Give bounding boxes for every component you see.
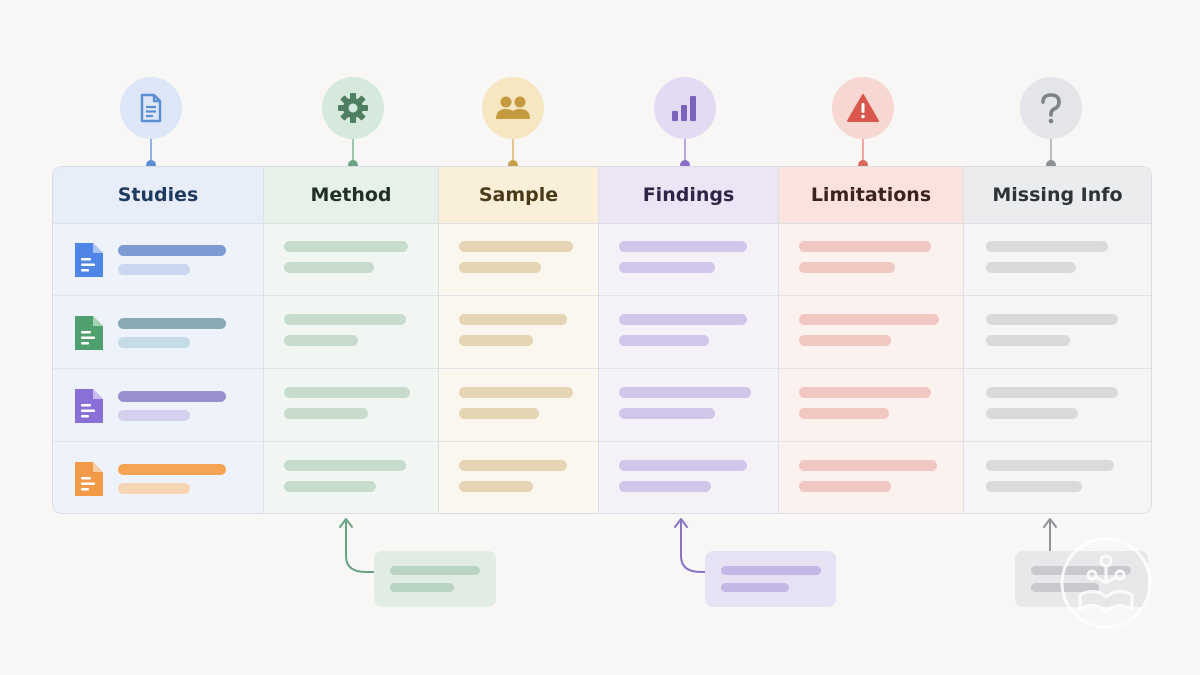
blue-document-icon [75,243,103,277]
table-cell [779,296,963,369]
table-cell [439,369,598,442]
column-studies: Studies [53,167,264,513]
column-header-method: Method [264,167,438,224]
table-cell [964,442,1151,513]
table-cell [599,223,778,296]
table-cell [264,223,438,296]
column-findings: Findings [599,167,779,513]
column-method: Method [264,167,439,513]
table-cell [264,296,438,369]
column-label: Missing Info [992,184,1123,206]
question-icon [1020,77,1082,139]
findings-callout [705,551,836,607]
green-document-icon [75,316,103,350]
method-callout-arrow [339,518,376,573]
table-cell [964,369,1151,442]
table-cell [439,296,598,369]
column-label: Sample [478,184,559,206]
table-cell [964,296,1151,369]
table-cell [264,369,438,442]
column-label: Method [310,184,392,206]
study-row [53,296,263,369]
method-callout [374,551,496,607]
table-cell [439,442,598,513]
column-header-findings: Findings [599,167,778,224]
table-cell [439,223,598,296]
table-cell [779,442,963,513]
table-cell [779,223,963,296]
gear-icon [322,77,384,139]
column-label: Limitations [810,184,932,206]
column-header-missing-info: Missing Info [964,167,1151,224]
column-limitations: Limitations [779,167,964,513]
column-header-studies: Studies [53,167,263,224]
table-cell [599,442,778,513]
study-row [53,369,263,442]
findings-callout-arrow [674,518,709,573]
table-cell [599,296,778,369]
document-icon [120,77,182,139]
bar-chart-icon [654,77,716,139]
table-cell [779,369,963,442]
column-header-limitations: Limitations [779,167,963,224]
study-row [53,442,263,513]
study-row [53,223,263,296]
evidence-table: Studies [52,166,1152,514]
missing-info-callout-arrow [1043,518,1057,552]
warning-icon [832,77,894,139]
column-missing-info: Missing Info [964,167,1151,513]
orange-document-icon [75,462,103,496]
table-cell [964,223,1151,296]
column-label: Findings [642,184,735,206]
watermark-logo [1060,537,1152,629]
people-icon [482,77,544,139]
column-sample: Sample [439,167,599,513]
column-label: Studies [117,184,199,206]
table-cell [599,369,778,442]
purple-document-icon [75,389,103,423]
table-cell [264,442,438,513]
column-header-sample: Sample [439,167,598,224]
